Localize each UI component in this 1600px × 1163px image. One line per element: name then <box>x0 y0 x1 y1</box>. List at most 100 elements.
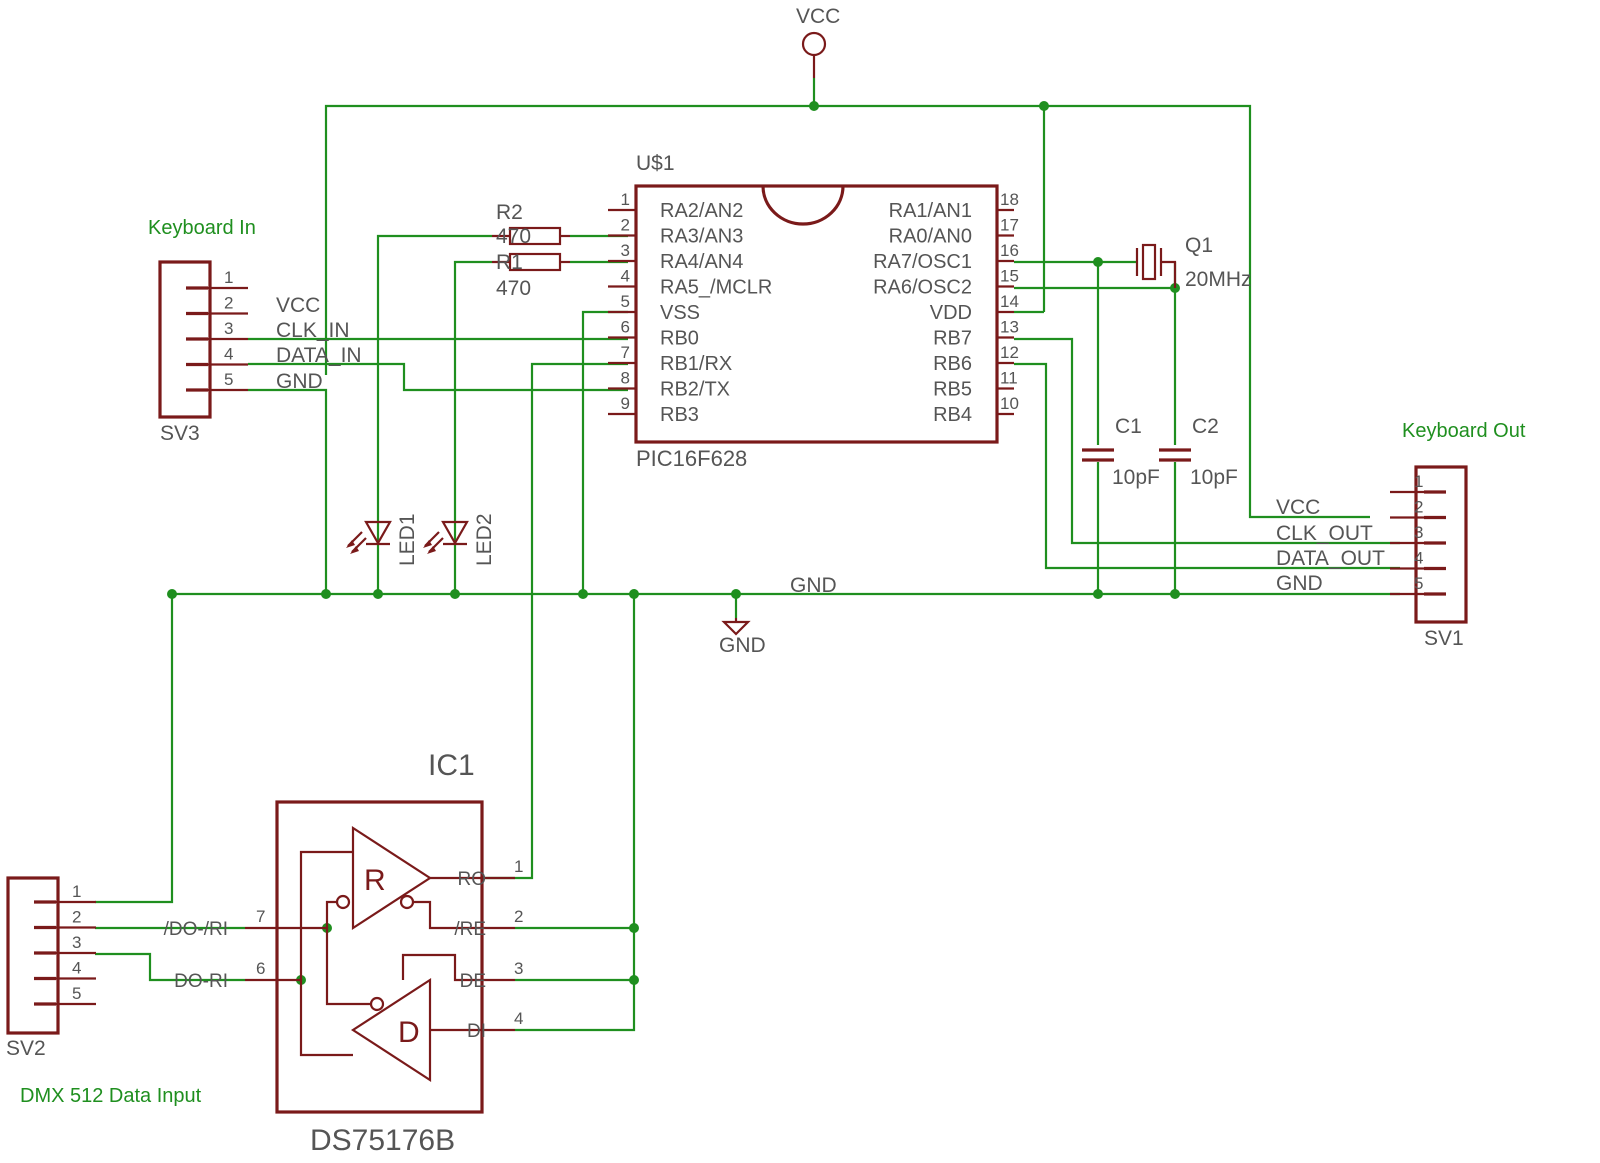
mcu-pin-number: 15 <box>1000 267 1019 286</box>
mcu-pin-name: RB7 <box>933 328 972 350</box>
ic1-pin-number: 4 <box>514 1009 523 1028</box>
connector-pin-number: 5 <box>1414 574 1423 593</box>
mcu-pin-name: VSS <box>660 302 700 324</box>
gnd-symbol-label: GND <box>719 634 766 657</box>
kb-in-net-gnd: GND <box>276 370 323 393</box>
mcu-pin-number: 7 <box>621 343 630 362</box>
connector-pin-number: 3 <box>224 319 233 338</box>
junction <box>1093 589 1103 599</box>
led1: LED1 <box>346 513 419 566</box>
resistor-r1: R1 470 <box>492 251 570 300</box>
connector-pin-number: 3 <box>1414 523 1423 542</box>
mcu-pin-number: 14 <box>1000 292 1019 311</box>
ic1-part: DS75176B <box>310 1124 455 1157</box>
kb-in-net-data: DATA_IN <box>276 344 362 367</box>
sv1-designator: SV1 <box>1424 627 1464 650</box>
junction <box>321 589 331 599</box>
gnd-from-sv3 <box>248 388 328 594</box>
connector-pin-number: 5 <box>72 984 81 1003</box>
mcu-pin-number: 3 <box>621 241 630 260</box>
ic1-pin-number: 6 <box>256 959 265 978</box>
wires <box>95 78 1400 1032</box>
mcu-pin-number: 16 <box>1000 241 1019 260</box>
mcu-pin-name: RB1/RX <box>660 353 732 375</box>
junctions <box>167 101 1180 985</box>
mcu-pin-number: 9 <box>621 394 630 413</box>
gnd-drop-transceiver <box>515 594 636 1032</box>
r2-value: 470 <box>496 225 531 248</box>
ic1-pin-number: 7 <box>256 907 265 926</box>
connector-pin-number: 1 <box>72 882 81 901</box>
junction <box>578 589 588 599</box>
mcu-pin-name: RA5_/MCLR <box>660 277 772 299</box>
mcu-pin-name: RB6 <box>933 353 972 375</box>
connector-pin-number: 1 <box>1414 472 1423 491</box>
sv2-pins: 1 2 3 4 5 <box>34 882 96 1006</box>
gnd-net-label: GND <box>790 574 837 597</box>
junction <box>1093 257 1103 267</box>
kb-in-net-clk: CLK_IN <box>276 319 350 342</box>
ic1-pin-name: /RE <box>454 919 486 940</box>
receiver-label: R <box>364 864 386 897</box>
junction <box>1039 101 1049 111</box>
junction <box>373 589 383 599</box>
kb-out-net-clk: CLK_OUT <box>1276 522 1373 545</box>
mcu-pin-number: 6 <box>621 318 630 337</box>
rx-wire <box>480 362 628 880</box>
clk-out-wire <box>1014 337 1400 545</box>
junction <box>450 589 460 599</box>
mcu-pin-name: RA3/AN3 <box>660 226 743 248</box>
mcu-part: PIC16F628 <box>636 446 747 471</box>
mcu-pin-name: RB0 <box>660 328 699 350</box>
connector-pin-number: 2 <box>1414 498 1423 517</box>
ic1-pin-name: /DO-/RI <box>164 919 228 940</box>
kb-out-net-gnd: GND <box>1276 572 1323 595</box>
mcu-pin-name: RA7/OSC1 <box>873 251 972 273</box>
junction <box>167 589 177 599</box>
connector-pin-number: 3 <box>72 933 81 952</box>
mcu-left-pins: 1RA2/AN22RA3/AN33RA4/AN44RA5_/MCLR5VSS6R… <box>608 190 772 426</box>
sv3-designator: SV3 <box>160 422 200 445</box>
gnd-to-sv2 <box>95 594 174 904</box>
ic1-pin-number: 3 <box>514 959 523 978</box>
kb-out-net-vcc: VCC <box>1276 496 1320 519</box>
mcu-pin-name: RA4/AN4 <box>660 251 743 273</box>
capacitor-c2: C2 10pF <box>1159 415 1238 489</box>
junction <box>1170 589 1180 599</box>
dmx-title: DMX 512 Data Input <box>20 1085 202 1107</box>
mcu-right-pins: 18RA1/AN117RA0/AN016RA7/OSC115RA6/OSC214… <box>873 190 1019 426</box>
mcu-pin-number: 18 <box>1000 190 1019 209</box>
c2-name: C2 <box>1192 415 1219 438</box>
mcu-pin-name: VDD <box>930 302 972 324</box>
mcu-pin-name: RA1/AN1 <box>889 200 972 222</box>
connector-pin-number: 4 <box>72 959 81 978</box>
data-in-wire <box>248 362 628 392</box>
mcu-pin-number: 13 <box>1000 318 1019 337</box>
led2: LED2 <box>423 513 496 566</box>
r1-name: R1 <box>496 251 523 274</box>
mcu-pin-name: RB5 <box>933 379 972 401</box>
mcu-pin-name: RA2/AN2 <box>660 200 743 222</box>
resistor-r2: R2 470 <box>492 201 570 248</box>
connector-pin-number: 2 <box>72 908 81 927</box>
crystal-q1: Q1 20MHz <box>1135 234 1252 291</box>
mcu-pin-name: RA0/AN0 <box>889 226 972 248</box>
ic1-pin-number: 1 <box>514 857 523 876</box>
junction <box>629 975 639 985</box>
mcu-pin-number: 1 <box>621 190 630 209</box>
kb-in-net-vcc: VCC <box>276 294 320 317</box>
connector-pin-number: 1 <box>224 268 233 287</box>
mcu-pin-number: 5 <box>621 292 630 311</box>
mcu-pin-number: 4 <box>621 267 630 286</box>
c1-name: C1 <box>1115 415 1142 438</box>
vcc-rail <box>324 104 1370 519</box>
capacitor-c1: C1 10pF <box>1082 415 1160 489</box>
mcu-pin-name: RB3 <box>660 404 699 426</box>
dmx-b-wire <box>95 952 245 982</box>
gnd-symbol: GND <box>719 618 766 657</box>
ic1-pin-name: RO <box>458 869 487 890</box>
